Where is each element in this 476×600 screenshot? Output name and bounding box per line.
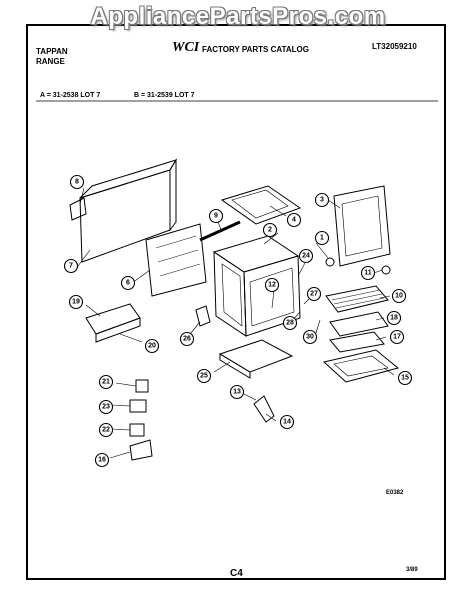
callout-10: 10 <box>391 288 407 304</box>
callout-21: 21 <box>98 374 114 390</box>
door-frame <box>333 185 391 267</box>
page-number: C4 <box>230 568 243 579</box>
callout-label: 26 <box>183 336 191 343</box>
leveling-leg <box>253 395 275 423</box>
callout-4: 4 <box>286 212 302 228</box>
callout-14: 14 <box>279 414 295 430</box>
watermark: AppliancePartsPros.com <box>90 3 386 30</box>
broiler-pan <box>329 331 385 353</box>
callout-label: 11 <box>364 270 372 277</box>
callout-label: 12 <box>268 282 276 289</box>
callout-26: 26 <box>179 331 195 347</box>
callout-label: 30 <box>306 334 314 341</box>
callout-label: 1 <box>320 235 324 242</box>
leader-lines <box>77 187 395 459</box>
storage-drawer <box>322 349 400 383</box>
callout-label: 20 <box>148 343 156 350</box>
callout-20: 20 <box>144 338 160 354</box>
callout-label: 28 <box>286 320 294 327</box>
callout-11: 11 <box>360 265 376 281</box>
broiler-grid <box>329 311 389 337</box>
wci-logo: WCI <box>172 40 200 55</box>
callout-9: 9 <box>208 208 224 224</box>
callout-label: 16 <box>98 457 106 464</box>
callout-8: 8 <box>69 174 85 190</box>
side-panel <box>79 158 178 263</box>
callout-19: 19 <box>68 294 84 310</box>
catalog-part-number: LT32059210 <box>372 42 417 51</box>
callout-label: 14 <box>283 419 291 426</box>
callout-17: 17 <box>389 329 405 345</box>
callout-label: 21 <box>102 379 110 386</box>
callout-30: 30 <box>302 329 318 345</box>
callout-label: 27 <box>310 291 318 298</box>
callout-label: 10 <box>395 293 403 300</box>
callout-label: 9 <box>214 213 218 220</box>
knob <box>325 257 335 267</box>
callout-label: 22 <box>102 427 110 434</box>
catalog-page <box>26 24 446 580</box>
insulation-panel <box>145 223 207 297</box>
callout-25: 25 <box>196 368 212 384</box>
callout-label: 19 <box>72 299 80 306</box>
callout-23: 23 <box>98 399 114 415</box>
callout-label: 18 <box>390 315 398 322</box>
callout-label: 24 <box>302 253 310 260</box>
top-panel <box>220 185 302 225</box>
product-type: RANGE <box>36 57 65 66</box>
switch-block <box>85 303 141 343</box>
revision-date: 3/89 <box>406 567 418 573</box>
callout-12: 12 <box>264 277 280 293</box>
callout-28: 28 <box>282 315 298 331</box>
callout-3: 3 <box>314 192 330 208</box>
callout-15: 15 <box>397 370 413 386</box>
callout-label: 23 <box>102 404 110 411</box>
lot-b: B = 31-2539 LOT 7 <box>134 92 195 99</box>
callout-1: 1 <box>314 230 330 246</box>
callout-label: 6 <box>126 280 130 287</box>
callout-24: 24 <box>298 248 314 264</box>
oven-rack <box>325 285 389 313</box>
drawing-code: E0382 <box>386 490 404 496</box>
callout-label: 2 <box>268 227 272 234</box>
callout-16: 16 <box>94 452 110 468</box>
callout-label: 8 <box>75 179 79 186</box>
callout-22: 22 <box>98 422 114 438</box>
callout-18: 18 <box>386 310 402 326</box>
lot-a: A = 31-2538 LOT 7 <box>40 92 101 99</box>
oven-body <box>212 235 301 337</box>
bracket <box>69 197 87 221</box>
callout-label: 13 <box>233 389 241 396</box>
trim-strip <box>199 220 241 242</box>
brand-name: TAPPAN <box>36 47 68 56</box>
callout-label: 17 <box>393 334 401 341</box>
callout-label: 15 <box>401 375 409 382</box>
callout-2: 2 <box>262 222 278 238</box>
callout-label: 25 <box>200 373 208 380</box>
bottom-panel <box>218 339 294 379</box>
callout-label: 3 <box>320 197 324 204</box>
callout-6: 6 <box>120 275 136 291</box>
catalog-title: FACTORY PARTS CATALOG <box>202 45 309 54</box>
callout-label: 4 <box>292 217 296 224</box>
callout-label: 7 <box>69 263 73 270</box>
callout-13: 13 <box>229 384 245 400</box>
callout-27: 27 <box>306 286 322 302</box>
callout-7: 7 <box>63 258 79 274</box>
igniter <box>195 305 211 327</box>
bracket-part <box>129 439 153 461</box>
